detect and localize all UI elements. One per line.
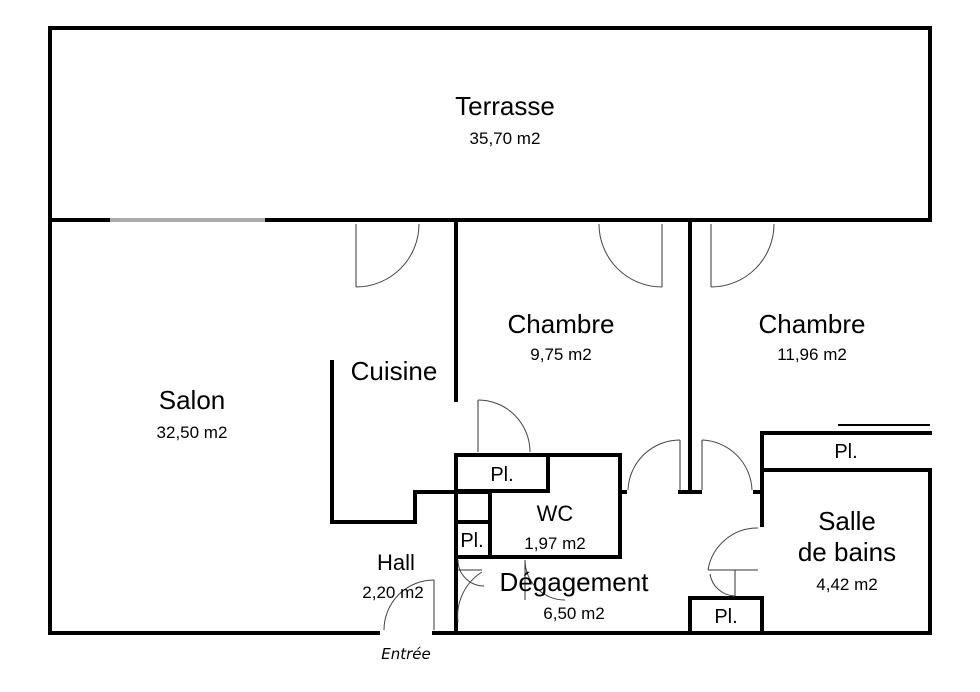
chambre1-area: 9,75 m2 [530, 345, 591, 364]
salon-area: 32,50 m2 [157, 423, 228, 442]
chambre2-name: Chambre [759, 309, 866, 339]
degagement-area: 6,50 m2 [543, 604, 604, 623]
wc-box [413, 453, 622, 559]
wc-name: WC [537, 501, 574, 526]
door-hall-degagement[interactable] [457, 569, 483, 623]
door-chambre1-corridor[interactable] [627, 439, 681, 491]
door-entrance[interactable] [383, 579, 435, 631]
closet-bathroom-label: Pl. [834, 441, 857, 463]
doors[interactable] [355, 223, 775, 631]
door-chambre1-terrasse[interactable] [598, 223, 663, 288]
salle-de-bains-name-line1: Salle [818, 506, 876, 536]
door-bathroom[interactable] [707, 527, 759, 597]
salon-name: Salon [159, 385, 226, 415]
terrasse-name: Terrasse [455, 91, 555, 121]
degagement-name: Dégagement [500, 567, 650, 597]
walls [48, 26, 932, 635]
closet-chambre1-label: Pl. [490, 464, 513, 486]
closet-chambre-box [454, 453, 550, 493]
door-chambre2-terrasse[interactable] [710, 223, 775, 288]
door-chambre2-corridor[interactable] [701, 439, 753, 491]
salle-de-bains-area: 4,42 m2 [816, 575, 877, 594]
door-chambre1-closet[interactable] [477, 399, 531, 453]
salle-de-bains-name-line2: de bains [798, 537, 896, 567]
door-hall-closet[interactable] [457, 559, 485, 587]
entrance-label: Entrée [381, 645, 431, 663]
wc-area: 1,97 m2 [524, 534, 585, 553]
door-salon-terrasse[interactable] [355, 223, 420, 288]
hall-area: 2,20 m2 [362, 583, 423, 602]
chambre2-area: 11,96 m2 [777, 345, 847, 364]
closet-hall-label: Pl. [460, 530, 483, 552]
door-wc[interactable] [524, 559, 566, 601]
labels: Terrasse 35,70 m2 Salon 32,50 m2 Cuisine… [157, 91, 897, 663]
cuisine-name: Cuisine [351, 356, 438, 386]
terrasse-area: 35,70 m2 [470, 129, 541, 148]
chambre1-name: Chambre [508, 309, 615, 339]
closet-degagement-label: Pl. [714, 606, 737, 628]
degagement-closet-box [688, 596, 764, 635]
hall-name: Hall [377, 550, 415, 575]
